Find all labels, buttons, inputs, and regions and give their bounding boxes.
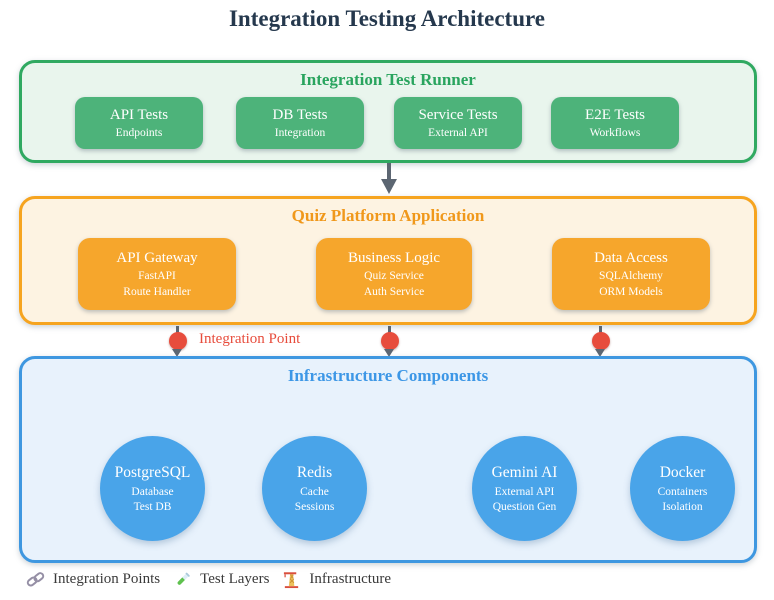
integration-point-dot — [592, 332, 610, 350]
node-subtitle: ORM Models — [599, 285, 663, 298]
legend-item-infrastructure: Infrastructure — [282, 570, 391, 589]
node-api-tests: API Tests Endpoints — [75, 97, 203, 149]
node-subtitle: Cache — [300, 485, 329, 498]
arrow-down-icon — [595, 349, 605, 357]
legend-item-integration-points: Integration Points — [26, 570, 160, 589]
node-docker: Docker Containers Isolation — [630, 436, 735, 541]
node-subtitle: Question Gen — [492, 500, 557, 513]
node-subtitle: Isolation — [662, 500, 703, 513]
layer-title-infrastructure: Infrastructure Components — [287, 366, 489, 385]
node-title: API Tests — [109, 106, 169, 123]
legend: Integration Points Test Layers — [26, 570, 391, 589]
node-subtitle: External API — [428, 126, 488, 139]
node-subtitle: Containers — [657, 485, 708, 498]
page-title: Integration Testing Architecture — [228, 6, 546, 31]
integration-point-dot — [381, 332, 399, 350]
node-title: Service Tests — [418, 106, 498, 123]
layer-application: Quiz Platform Application API Gateway Fa… — [19, 196, 757, 325]
node-subtitle: Test DB — [133, 500, 172, 513]
node-title: Redis — [296, 464, 333, 482]
node-subtitle: Auth Service — [363, 285, 425, 298]
layer-title-application: Quiz Platform Application — [291, 206, 485, 225]
node-redis: Redis Cache Sessions — [262, 436, 367, 541]
node-title: E2E Tests — [585, 106, 645, 123]
node-gemini-ai: Gemini AI External API Question Gen — [472, 436, 577, 541]
node-title: DB Tests — [272, 106, 328, 123]
node-business-logic: Business Logic Quiz Service Auth Service — [316, 238, 472, 310]
node-title: API Gateway — [116, 250, 198, 267]
node-subtitle: Workflows — [589, 126, 641, 139]
node-title: Gemini AI — [491, 464, 558, 482]
legend-label: Test Layers — [200, 571, 270, 587]
node-subtitle: Route Handler — [123, 285, 191, 298]
arrow-down-icon — [381, 179, 397, 194]
legend-item-test-layers: Test Layers — [173, 570, 269, 589]
node-subtitle: Sessions — [294, 500, 335, 513]
node-subtitle: SQLAlchemy — [599, 270, 663, 283]
node-data-access: Data Access SQLAlchemy ORM Models — [552, 238, 710, 310]
node-api-gateway: API Gateway FastAPI Route Handler — [78, 238, 236, 310]
legend-label: Infrastructure — [309, 571, 392, 587]
integration-point-dot — [169, 332, 187, 350]
node-subtitle: Endpoints — [115, 126, 163, 139]
node-title: Docker — [659, 464, 706, 482]
link-icon — [26, 570, 45, 589]
node-title: PostgreSQL — [114, 464, 191, 482]
layer-title-test-runner: Integration Test Runner — [300, 70, 476, 89]
layer-infrastructure: Infrastructure Components PostgreSQL Dat… — [19, 356, 757, 563]
node-subtitle: Quiz Service — [364, 270, 424, 283]
node-service-tests: Service Tests External API — [394, 97, 522, 149]
arrow-down-icon — [384, 349, 394, 357]
node-postgresql: PostgreSQL Database Test DB — [100, 436, 205, 541]
node-subtitle: Integration — [274, 126, 326, 139]
arrow-stem — [387, 163, 391, 180]
node-subtitle: Database — [131, 485, 174, 498]
node-db-tests: DB Tests Integration — [236, 97, 364, 149]
legend-label: Integration Points — [53, 571, 161, 587]
integration-point-label: Integration Point — [199, 331, 301, 347]
layer-test-runner: Integration Test Runner API Tests Endpoi… — [19, 60, 757, 163]
crane-icon — [282, 570, 301, 589]
node-e2e-tests: E2E Tests Workflows — [551, 97, 679, 149]
node-title: Business Logic — [347, 250, 441, 267]
arrow-down-icon — [172, 349, 182, 357]
node-title: Data Access — [594, 250, 668, 267]
test-tube-icon — [173, 570, 192, 589]
node-subtitle: External API — [494, 485, 555, 498]
node-subtitle: FastAPI — [138, 270, 176, 283]
